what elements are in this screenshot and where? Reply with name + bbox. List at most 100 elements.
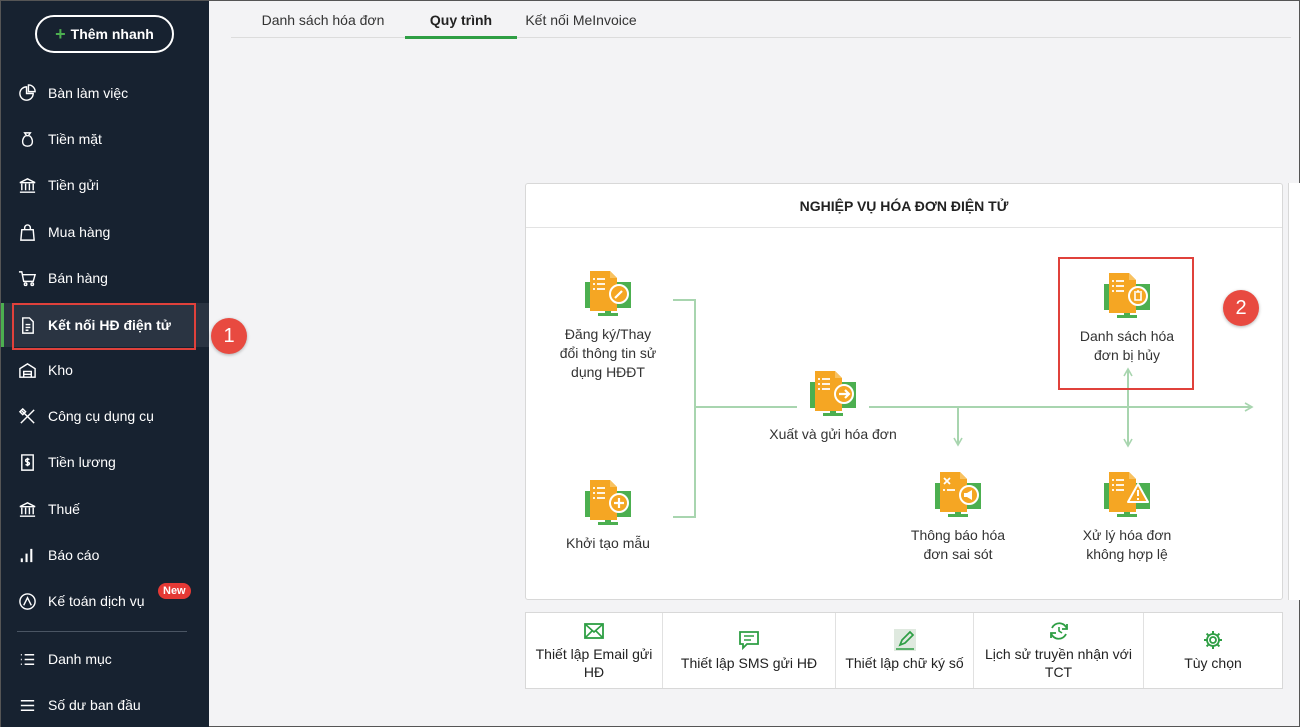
step-marker-2: 2 xyxy=(1223,290,1259,326)
node-label: đơn bị hủy xyxy=(1093,347,1160,363)
node-label: không hợp lệ xyxy=(1086,546,1168,562)
cart-icon xyxy=(17,268,37,288)
tab-invoice-list[interactable]: Danh sách hóa đơn xyxy=(261,11,385,28)
sidebar-item-label: Báo cáo xyxy=(48,547,100,563)
quick-add-button[interactable]: + Thêm nhanh xyxy=(35,15,174,53)
node-label: Xử lý hóa đơn xyxy=(1082,527,1172,543)
sidebar-item-label: Kết nối HĐ điện tử xyxy=(48,317,171,333)
node-label: Danh sách hóa xyxy=(1079,328,1175,344)
sidebar-item-warehouse[interactable]: Kho xyxy=(1,348,209,392)
gear-icon xyxy=(1204,631,1222,649)
tools-icon xyxy=(17,406,37,426)
node-label: Thông báo hóa xyxy=(910,527,1006,543)
payroll-icon xyxy=(17,452,37,472)
warehouse-icon xyxy=(17,360,37,380)
sidebar-item-label: Tiền mặt xyxy=(48,131,102,147)
settings-toolbar: Thiết lập Email gửi HĐ Thiết lập SMS gửi… xyxy=(525,612,1283,689)
sidebar-item-label: Thuế xyxy=(48,501,80,517)
node-label: đơn sai sót xyxy=(923,546,993,562)
node-error-notice[interactable]: Thông báo hóa đơn sai sót xyxy=(895,470,1021,564)
balance-icon xyxy=(17,695,37,715)
node-invalid-handle[interactable]: Xử lý hóa đơn không hợp lệ xyxy=(1064,470,1190,564)
invoice-edit-icon xyxy=(585,271,631,316)
bank-icon xyxy=(17,175,37,195)
node-label: đổi thông tin sử xyxy=(559,345,657,361)
sidebar-item-label: Bàn làm việc xyxy=(48,85,129,101)
signature-settings-button[interactable]: Thiết lập chữ ký số xyxy=(836,613,974,688)
tool-label: Thiết lập Email gửi xyxy=(535,646,653,662)
tool-label: Thiết lập chữ ký số xyxy=(845,655,964,671)
tab-workflow[interactable]: Quy trình xyxy=(405,1,517,39)
sidebar-item-label: Bán hàng xyxy=(48,270,108,286)
money-bag-icon xyxy=(17,129,37,149)
history-sync-icon xyxy=(1049,622,1068,640)
email-settings-button[interactable]: Thiết lập Email gửi HĐ xyxy=(526,613,663,688)
document-icon xyxy=(17,315,37,335)
envelope-icon xyxy=(584,623,604,639)
invoice-trash-icon xyxy=(1104,273,1150,318)
new-badge: New xyxy=(158,583,191,599)
tool-label: Tùy chọn xyxy=(1184,655,1242,671)
options-button[interactable]: Tùy chọn xyxy=(1144,613,1282,688)
sidebar-item-catalog[interactable]: Danh mục xyxy=(1,637,209,681)
sidebar-item-dashboard[interactable]: Bàn làm việc xyxy=(1,71,209,115)
sidebar-item-tools[interactable]: Công cụ dụng cụ xyxy=(1,394,209,438)
invoice-add-icon xyxy=(585,480,631,525)
transmission-history-button[interactable]: Lịch sử truyền nhận với TCT xyxy=(974,613,1144,688)
signature-pen-icon xyxy=(893,629,916,651)
dashboard-icon xyxy=(17,83,37,103)
report-icon xyxy=(17,545,37,565)
sidebar-item-label: Mua hàng xyxy=(48,224,111,240)
workflow-card: NGHIỆP VỤ HÓA ĐƠN ĐIỆN TỬ xyxy=(525,183,1283,600)
workflow-title: NGHIỆP VỤ HÓA ĐƠN ĐIỆN TỬ xyxy=(526,184,1282,228)
sidebar: + Thêm nhanh Bàn làm việc Tiền mặt Tiền … xyxy=(1,1,209,727)
node-label: Đăng ký/Thay xyxy=(564,326,652,342)
sidebar-item-service[interactable]: Kế toán dịch vụ xyxy=(1,579,209,623)
sidebar-item-label: Số dư ban đầu xyxy=(48,697,141,713)
shopping-bag-icon xyxy=(17,222,37,242)
sidebar-item-label: Tiền gửi xyxy=(48,177,99,193)
highlight-box-step-2 xyxy=(1058,257,1194,390)
list-icon xyxy=(17,649,37,669)
node-label: dụng HĐĐT xyxy=(571,364,645,380)
sidebar-item-einvoice[interactable]: Kết nối HĐ điện tử xyxy=(1,303,209,347)
adjacent-panel-edge xyxy=(1288,183,1300,600)
plus-icon: + xyxy=(55,24,66,44)
sidebar-item-tax[interactable]: Thuế xyxy=(1,487,209,531)
node-issue-send[interactable]: Xuất và gửi hóa đơn xyxy=(765,369,901,444)
node-register-info[interactable]: Đăng ký/Thay đổi thông tin sử dụng HĐĐT xyxy=(550,269,666,382)
tool-label: TCT xyxy=(1044,664,1073,680)
sidebar-item-payroll[interactable]: Tiền lương xyxy=(1,440,209,484)
step-marker-1: 1 xyxy=(211,318,247,354)
quick-add-label: Thêm nhanh xyxy=(70,26,154,42)
tab-meinvoice-connect[interactable]: Kết nối MeInvoice xyxy=(525,11,637,28)
sidebar-item-deposit[interactable]: Tiền gửi xyxy=(1,163,209,207)
sidebar-item-cash[interactable]: Tiền mặt xyxy=(1,117,209,161)
invoice-warning-icon xyxy=(1104,472,1150,517)
node-cancelled-list[interactable]: Danh sách hóa đơn bị hủy xyxy=(1064,271,1190,365)
sidebar-item-sales[interactable]: Bán hàng xyxy=(1,256,209,300)
node-label: Khởi tạo mẫu xyxy=(566,535,650,551)
invoice-notice-icon xyxy=(935,472,981,517)
highlight-box-step-1 xyxy=(12,303,196,350)
sidebar-divider xyxy=(17,631,187,632)
tab-bar: Danh sách hóa đơn Quy trình Kết nối MeIn… xyxy=(231,1,1291,39)
sidebar-item-label: Kế toán dịch vụ xyxy=(48,593,145,609)
node-init-template[interactable]: Khởi tạo mẫu xyxy=(550,478,666,553)
sidebar-item-purchase[interactable]: Mua hàng xyxy=(1,210,209,254)
sidebar-item-label: Kho xyxy=(48,362,73,378)
sidebar-item-label: Danh mục xyxy=(48,651,112,667)
sidebar-item-opening-balance[interactable]: Số dư ban đầu xyxy=(1,683,209,727)
invoice-send-icon xyxy=(810,371,856,416)
tool-label: Thiết lập SMS gửi HĐ xyxy=(680,655,818,671)
message-icon xyxy=(739,631,759,651)
tool-label: HĐ xyxy=(583,664,605,680)
sms-settings-button[interactable]: Thiết lập SMS gửi HĐ xyxy=(663,613,836,688)
sidebar-item-report[interactable]: Báo cáo xyxy=(1,533,209,577)
node-label: Xuất và gửi hóa đơn xyxy=(769,426,897,442)
sidebar-item-label: Tiền lương xyxy=(48,454,116,470)
sidebar-item-label: Công cụ dụng cụ xyxy=(48,408,154,424)
tool-label: Lịch sử truyền nhận với xyxy=(985,646,1132,662)
tax-icon xyxy=(17,499,37,519)
